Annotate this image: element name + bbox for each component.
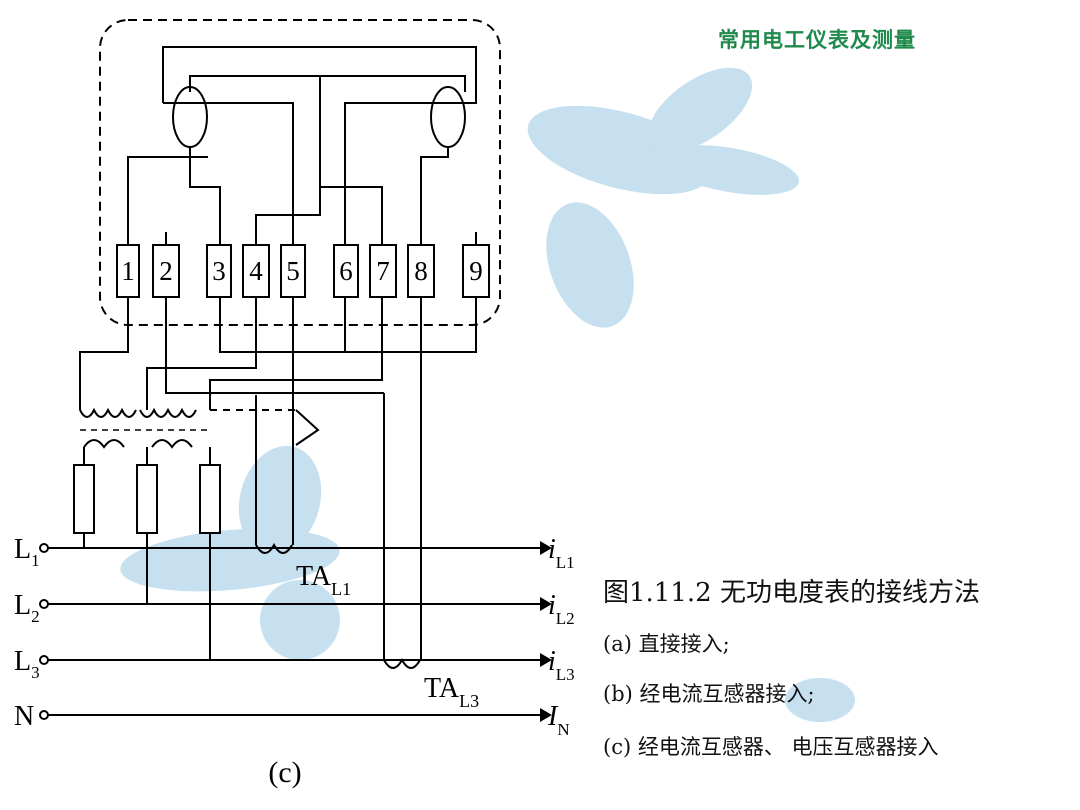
arrowheads <box>540 541 552 722</box>
meter-enclosure <box>99 19 501 326</box>
terminal-label-1: 1 <box>121 256 135 286</box>
line-terminals <box>39 543 49 720</box>
terminal-label-5: 5 <box>286 256 300 286</box>
header-title: 常用电工仪表及测量 <box>718 28 916 52</box>
wires <box>48 19 540 716</box>
current-label-il2: iL2 <box>548 590 575 628</box>
line-label-l1: L1 <box>14 534 40 570</box>
terminal-label-9: 9 <box>469 256 483 286</box>
caption-item-c: (c) 经电流互感器、 电压互感器接入 <box>603 735 939 759</box>
current-label-il1: iL1 <box>548 534 575 572</box>
caption-item-b: (b) 经电流互感器接入; <box>603 682 815 706</box>
line-label-l2: L2 <box>14 590 40 626</box>
terminal-label-2: 2 <box>159 256 173 286</box>
line-label-n: N <box>14 701 34 732</box>
current-label-il3: iL3 <box>548 646 575 684</box>
terminal-label-3: 3 <box>212 256 226 286</box>
current-label-in: IN <box>547 701 570 739</box>
watermark-flower <box>120 67 855 722</box>
terminal-label-8: 8 <box>414 256 428 286</box>
terminal-label-6: 6 <box>339 256 353 286</box>
current-coil-right <box>430 86 466 148</box>
current-coil-left <box>172 86 208 148</box>
caption-title: 图1.11.2 无功电度表的接线方法 <box>603 578 980 608</box>
ct-label-ta-l1: TAL1 <box>296 561 351 599</box>
caption-item-a: (a) 直接接入; <box>603 632 730 656</box>
terminal-label-4: 4 <box>249 256 263 286</box>
line-label-l3: L3 <box>14 646 40 682</box>
figure-tag: (c) <box>268 756 301 789</box>
ct-label-ta-l3: TAL3 <box>424 673 479 711</box>
terminal-label-7: 7 <box>376 256 390 286</box>
